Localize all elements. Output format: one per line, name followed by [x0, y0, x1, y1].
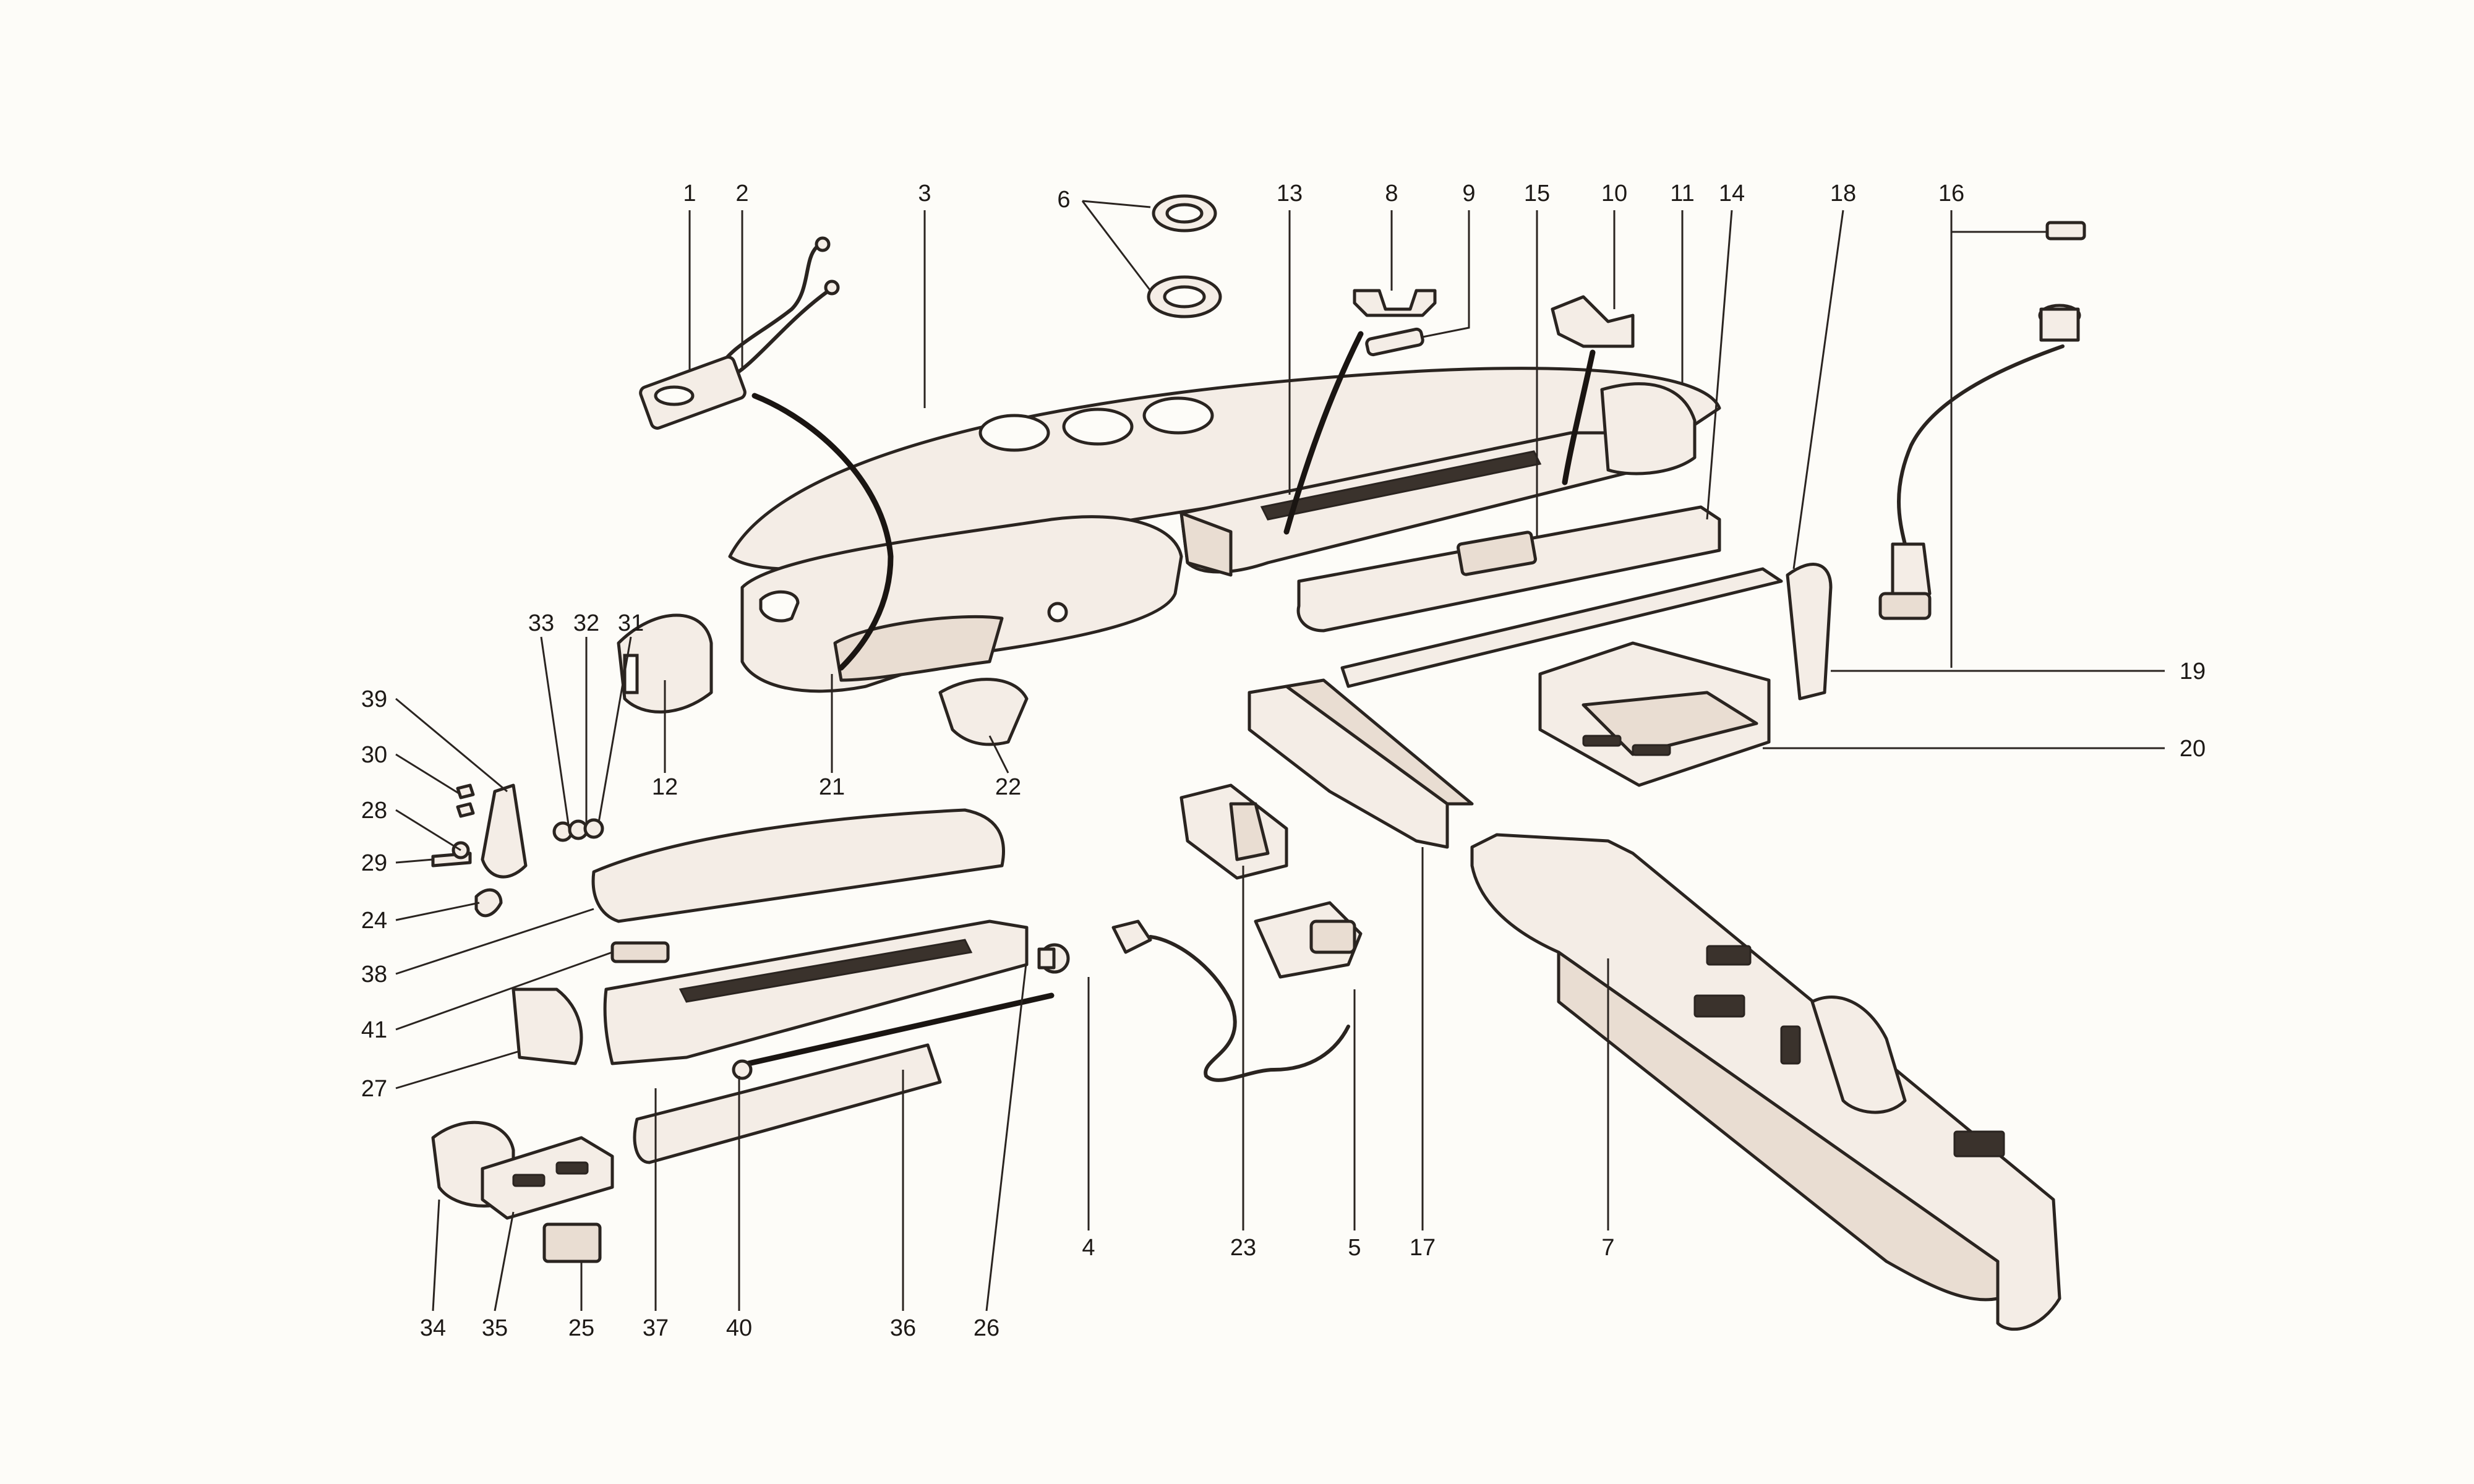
callout-4: 4	[1082, 1235, 1095, 1261]
cable-assembly-16	[1878, 221, 2086, 620]
callout-35: 35	[482, 1315, 508, 1341]
callout-17: 17	[1410, 1235, 1436, 1261]
callout-30: 30	[361, 742, 387, 768]
callout-16: 16	[1938, 181, 1964, 207]
lower-trim-36	[633, 1043, 942, 1164]
callout-41: 41	[361, 1017, 387, 1043]
bracket-23	[1179, 783, 1288, 880]
callout-3: 3	[918, 181, 931, 207]
callout-14: 14	[1719, 181, 1745, 207]
lamp-wire	[751, 393, 894, 671]
callout-33: 33	[528, 610, 554, 636]
callout-27: 27	[361, 1076, 387, 1102]
clip-9	[1365, 327, 1424, 357]
callout-7: 7	[1601, 1235, 1614, 1261]
washers-31-32-33	[552, 818, 604, 842]
spring-24	[474, 888, 503, 918]
callout-8: 8	[1385, 181, 1398, 207]
rod-26	[745, 992, 1055, 1067]
bracket-wire-2	[1562, 349, 1596, 485]
glove-box-panel	[1296, 505, 1721, 633]
glovebox-body-37	[603, 919, 1029, 1065]
switch-bezel-12	[617, 613, 713, 714]
support-bracket-19	[1786, 563, 1833, 701]
fastener-40	[732, 1059, 753, 1080]
callout-6: 6	[1057, 187, 1070, 213]
callout-28: 28	[361, 798, 387, 824]
bracket-8	[1353, 289, 1437, 317]
trim-strip-18	[1340, 567, 1783, 688]
callout-36: 36	[890, 1315, 916, 1341]
callout-11: 11	[1670, 181, 1694, 207]
callout-34: 34	[420, 1315, 446, 1341]
callout-19: 19	[2180, 659, 2206, 684]
leader-lines	[395, 200, 2165, 1311]
callout-18: 18	[1830, 181, 1856, 207]
callout-15: 15	[1524, 181, 1550, 207]
callout-31: 31	[618, 610, 644, 636]
callout-9: 9	[1462, 181, 1475, 207]
callout-21: 21	[819, 774, 845, 800]
callout-32: 32	[573, 610, 599, 636]
callout-29: 29	[361, 850, 387, 876]
callout-23: 23	[1230, 1235, 1256, 1261]
cigar-lighter-4	[1037, 943, 1070, 974]
cover-22	[938, 678, 1029, 746]
air-duct-17	[1248, 678, 1474, 849]
bracket-10	[1551, 295, 1635, 348]
side-cover-11	[1600, 382, 1697, 475]
hinge-bracket-39	[481, 783, 528, 879]
callout-26: 26	[974, 1315, 999, 1341]
callout-12: 12	[652, 774, 678, 800]
screws-28-29-30	[431, 783, 475, 868]
end-cap-27	[511, 987, 583, 1065]
switch-25	[542, 1222, 602, 1263]
callout-5: 5	[1348, 1235, 1361, 1261]
callout-1: 1	[683, 181, 696, 207]
callout-2: 2	[735, 181, 748, 207]
glovebox-lid-38	[591, 808, 1005, 923]
center-dash-panel	[1179, 431, 1647, 577]
callout-39: 39	[361, 686, 387, 712]
callout-38: 38	[361, 962, 387, 987]
callout-20: 20	[2180, 736, 2206, 762]
grommet-pair	[1147, 194, 1222, 318]
console-tray-20	[1538, 641, 1771, 787]
callout-22: 22	[995, 774, 1021, 800]
vent-grille-35	[481, 1136, 614, 1220]
callout-labels: 1 2 3 6 13 8 9 15 10 11 14 18 16 19 20 3…	[361, 181, 2206, 1341]
center-console-7	[1470, 833, 2061, 1331]
badge-41	[610, 941, 670, 963]
inspection-lamp-5	[1111, 901, 1363, 1082]
callout-24: 24	[361, 908, 387, 934]
callout-13: 13	[1277, 181, 1303, 207]
bracket-wire	[1283, 331, 1364, 535]
courtesy-lamp-assembly	[639, 236, 840, 430]
callout-10: 10	[1601, 181, 1627, 207]
callout-40: 40	[726, 1315, 752, 1341]
callout-25: 25	[568, 1315, 594, 1341]
callout-37: 37	[643, 1315, 669, 1341]
